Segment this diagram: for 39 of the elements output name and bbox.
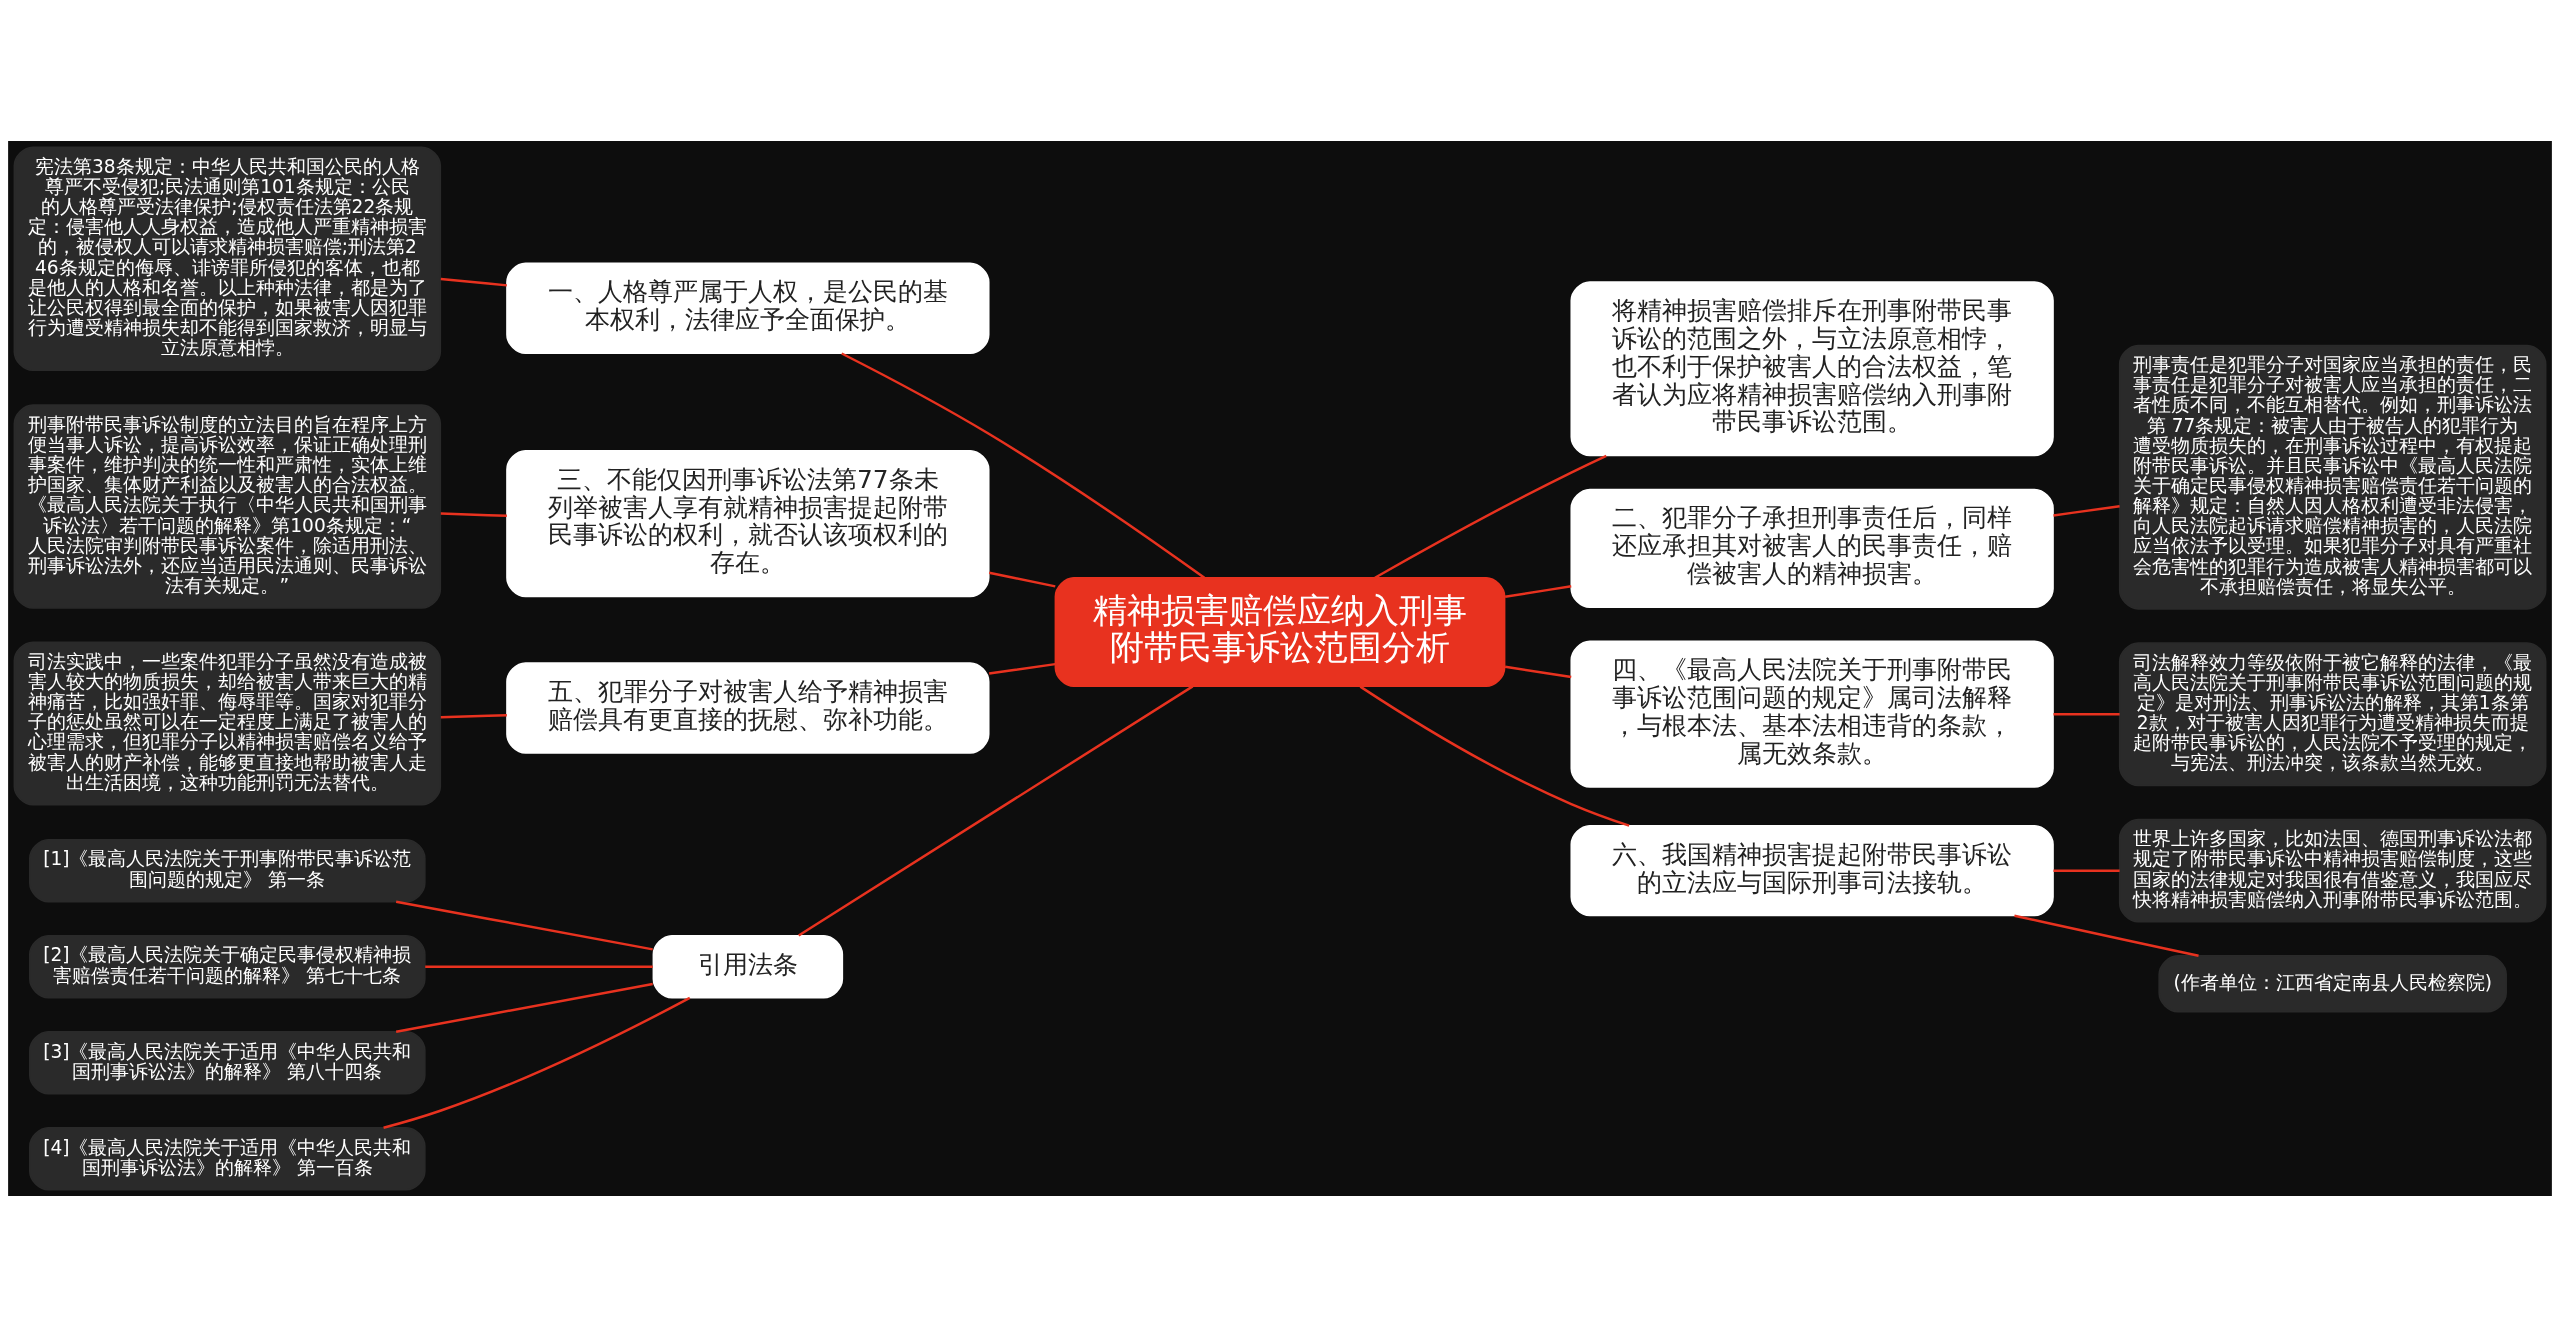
node-box: [1]《最高人民法院关于刑事附带民事诉讼范围问题的规定》 第一条 [29, 838, 426, 903]
connector [440, 512, 507, 517]
connector [841, 352, 1206, 579]
node-box: 世界上许多国家，比如法国、德国刑事诉讼法都规定了附带民事诉讼中精神损害赔偿制度，这些国家的法律规定对我国很有借鉴意义，我国应尽快将精神损害赔偿纳入刑事附带民事诉讼范围。 [2118, 818, 2547, 923]
connector [988, 662, 1056, 675]
node-box: 三、不能仅因刑事诉讼法第77条未列举被害人享有就精神损害提起附带民事诉讼的权利，就否认该项权利的存在。 [506, 450, 990, 598]
node-box: 将精神损害赔偿排斥在刑事附带民事诉讼的范围之外，与立法原意相悖，也不利于保护被害人的合法权益，笔者认为应将精神损害赔偿纳入刑事附带民事诉讼范围。 [1570, 281, 2054, 457]
connector [798, 685, 1194, 937]
node-box: 二、犯罪分子承担刑事责任后，同样还应承担其对被害人的民事责任，赔偿被害人的精神损害。 [1570, 488, 2054, 609]
node-box: [4]《最高人民法院关于适用《中华人民共和国刑事诉讼法》的解释》 第一百条 [29, 1127, 426, 1191]
connector [1374, 454, 1607, 579]
node-box: [3]《最高人民法院关于适用《中华人民共和国刑事诉讼法》的解释》 第八十四条 [29, 1031, 426, 1095]
node-box: 引用法条 [652, 934, 844, 999]
connector [440, 713, 507, 719]
node-box: 五、犯罪分子对被害人给予精神损害赔偿具有更直接的抚慰、弥补功能。 [506, 662, 990, 754]
connector [440, 277, 507, 287]
node-box: 刑事附带民事诉讼制度的立法目的旨在程序上方便当事人诉讼，提高诉讼效率，保证正确处理刑事案件，维护判决的统一性和严肃性，实体上维护国家、集体财产利益以及被害人的合法权益。《最高人民法院关于执行〈中华人民共和国刑事诉讼法〉若干问题的解释》第100条规定：“人民法院审判附带民事诉讼案件，除适用刑法、刑事诉讼法外，还应当适用民法通则、民事诉讼法有关规定。” [13, 404, 442, 609]
connector [988, 571, 1056, 588]
connector [1504, 665, 1572, 679]
connector [383, 996, 691, 1129]
node-box: 宪法第38条规定：中华人民共和国公民的人格尊严不受侵犯;民法通则第101条规定：公民的人格尊严受法律保护;侵权责任法第22条规定：侵害他人人身权益，造成他人严重精神损害的，被侵权人可以请求精神损害赔偿;刑法第246条规定的侮辱、诽谤罪所侵犯的客体，也都是他人的人格和名誉。以上种种法律，都是为了让公民权得到最全面的保护，如果被害人因犯罪行为遭受精神损失却不能得到国家救济，明显与立法原意相悖。 [13, 146, 442, 372]
connector [2053, 505, 2120, 517]
connector [395, 900, 653, 951]
connector [1504, 585, 1572, 598]
node-box: 六、我国精神损害提起附带民事诉讼的立法应与国际刑事司法接轨。 [1570, 824, 2054, 917]
connector [395, 982, 653, 1033]
connector [2053, 869, 2120, 872]
node-box: 司法解释效力等级依附于被它解释的法律，《最高人民法院关于刑事附带民事诉讼范围问题的规定》是对刑法、刑事诉讼法的解释，其第1条第2款，对于被害人因犯罪行为遭受精神损失而提起附带民事诉讼的，人民法院不予受理的规定，与宪法、刑法冲突，该条款当然无效。 [2118, 642, 2547, 787]
node-box: 精神损害赔偿应纳入刑事附带民事诉讼范围分析 [1054, 577, 1506, 688]
node-box: 刑事责任是犯罪分子对国家应当承担的责任，民事责任是犯罪分子对被害人应当承担的责任，二者性质不同，不能互相替代。例如，刑事诉讼法第 77条规定：被害人由于被告人的犯罪行为遭受物质损失的，在刑事诉讼过程中，有权提起附带民事诉讼。并且民事诉讼中《最高人民法院关于确定民事侵权精神损害赔偿责任若干问题的解释》规定：自然人因人格权利遭受非法侵害，向人民法院起诉请求赔偿精神损害的，人民法院应当依法予以受理。如果犯罪分子对具有严重社会危害性的犯罪行为造成被害人精神损害都可以不承担赔偿责任，将显失公平。 [2118, 344, 2547, 610]
connector [2053, 712, 2120, 716]
connector [425, 965, 653, 968]
node-box: 一、人格尊严属于人权，是公民的基本权利，法律应予全面保护。 [506, 262, 990, 354]
node-box: 四、《最高人民法院关于刑事附带民事诉讼范围问题的规定》属司法解释，与根本法、基本法相违背的条款，属无效条款。 [1570, 640, 2054, 788]
node-box: [2]《最高人民法院关于确定民事侵权精神损害赔偿责任若干问题的解释》 第七十七条 [29, 934, 426, 999]
node-box: 司法实践中，一些案件犯罪分子虽然没有造成被害人较大的物质损失，却给被害人带来巨大的精神痛苦，比如强奸罪、侮辱罪等。国家对犯罪分子的惩处虽然可以在一定程度上满足了被害人的心理需求，但犯罪分子以精神损害赔偿名义给予被害人的财产补偿，能够更直接地帮助被害人走出生活困境，这种功能刑罚无法替代。 [13, 641, 442, 806]
connector [2014, 914, 2199, 957]
node-box: (作者单位：江西省定南县人民检察院) [2158, 955, 2507, 1013]
connector [1359, 685, 1630, 827]
